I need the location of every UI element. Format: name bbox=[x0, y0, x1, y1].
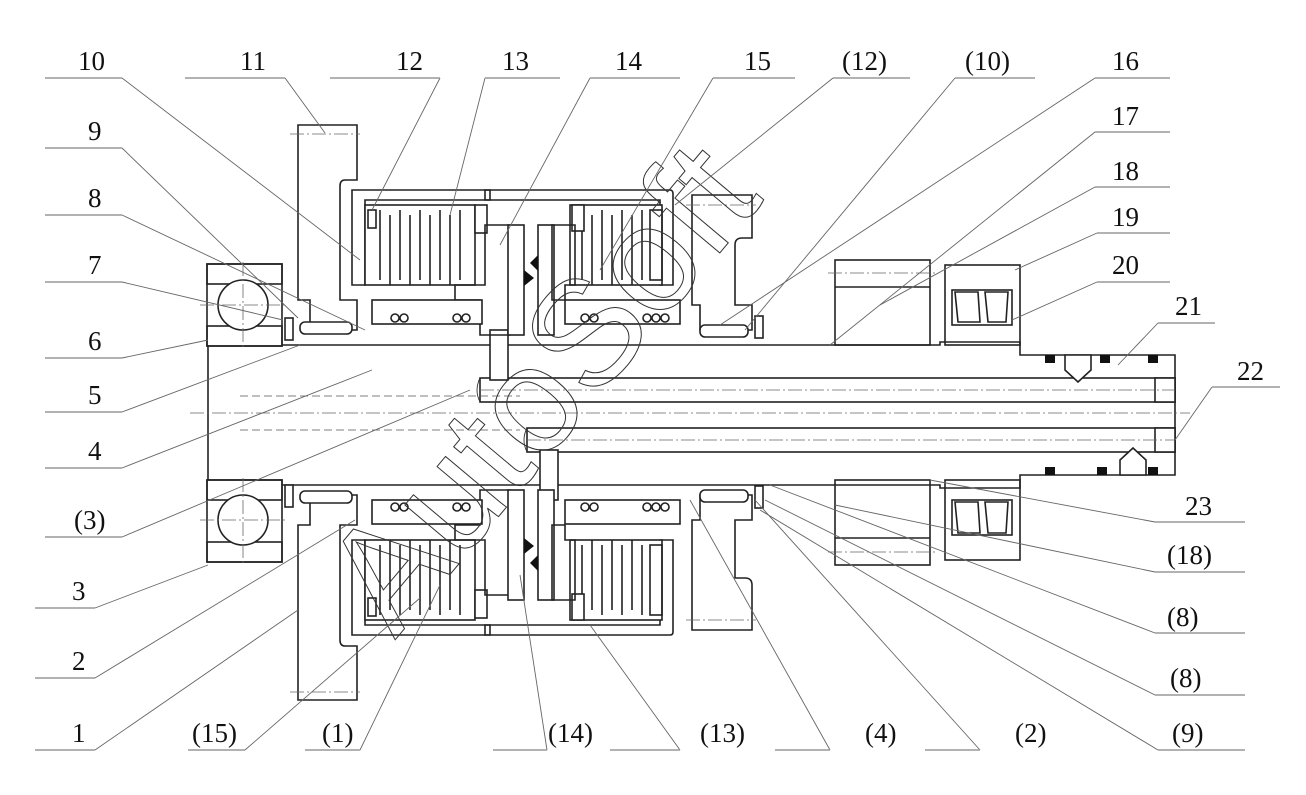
callout-3: 3 bbox=[72, 576, 86, 606]
callout-3-paren: (3) bbox=[74, 505, 105, 535]
seal-ring bbox=[1148, 355, 1158, 363]
center-divider bbox=[507, 224, 555, 601]
left-gear bbox=[290, 124, 360, 701]
callout-8: 8 bbox=[88, 183, 102, 213]
right-clutch-housing bbox=[484, 189, 681, 636]
callout-8-paren-a: (8) bbox=[1167, 602, 1198, 632]
callout-17: 17 bbox=[1112, 101, 1139, 131]
right-gear bbox=[686, 194, 764, 631]
callout-21: 21 bbox=[1175, 291, 1202, 321]
left-ball-bearing-top bbox=[200, 262, 285, 348]
callout-7: 7 bbox=[88, 250, 102, 280]
callout-12: 12 bbox=[396, 46, 423, 76]
callout-16: 16 bbox=[1112, 46, 1139, 76]
callout-1: 1 bbox=[72, 718, 86, 748]
label-shelves bbox=[35, 77, 1280, 751]
callout-2-paren: (2) bbox=[1015, 718, 1046, 748]
callout-12-paren: (12) bbox=[842, 46, 887, 76]
seal-ring bbox=[1045, 355, 1055, 363]
spacer-sleeve bbox=[828, 259, 936, 566]
callout-15: 15 bbox=[744, 46, 771, 76]
seal-ring bbox=[1148, 467, 1158, 475]
callout-20: 20 bbox=[1112, 250, 1139, 280]
callout-14-paren: (14) bbox=[548, 718, 593, 748]
callout-22: 22 bbox=[1237, 356, 1264, 386]
left-ball-bearing-bottom bbox=[200, 478, 285, 564]
seal-ring bbox=[1100, 355, 1110, 363]
callout-11: 11 bbox=[240, 46, 266, 76]
right-callouts: 17 18 19 20 21 22 23 (18) (8) (8) (9) bbox=[1112, 101, 1264, 748]
main-shaft bbox=[190, 329, 1190, 501]
callout-14: 14 bbox=[615, 46, 643, 76]
callout-2: 2 bbox=[72, 646, 86, 676]
callout-5: 5 bbox=[88, 380, 102, 410]
callout-9-paren: (9) bbox=[1172, 718, 1203, 748]
left-clutch-housing bbox=[284, 189, 511, 636]
callout-18-paren: (18) bbox=[1167, 540, 1212, 570]
roller-bearing-top bbox=[944, 264, 1021, 346]
callout-4: 4 bbox=[88, 436, 102, 466]
seal-ring bbox=[1045, 467, 1055, 475]
callout-8-paren-b: (8) bbox=[1170, 663, 1201, 693]
callout-15-paren: (15) bbox=[192, 718, 237, 748]
callout-18: 18 bbox=[1112, 156, 1139, 186]
top-callouts: 10 11 12 13 14 15 (12) (10) 16 bbox=[78, 46, 1139, 76]
callout-13-paren: (13) bbox=[700, 718, 745, 748]
bottom-callouts: (15) (1) (14) (13) (4) (2) bbox=[192, 718, 1046, 748]
callout-23: 23 bbox=[1185, 491, 1212, 521]
callout-4-paren: (4) bbox=[865, 718, 896, 748]
weld-mark bbox=[524, 538, 534, 554]
callout-10: 10 bbox=[78, 46, 105, 76]
weld-mark bbox=[530, 255, 538, 271]
callout-19: 19 bbox=[1112, 202, 1139, 232]
callout-1-paren: (1) bbox=[322, 718, 353, 748]
left-callouts: 9 8 7 6 5 4 (3) 3 2 1 bbox=[72, 116, 105, 748]
weld-mark bbox=[530, 555, 538, 571]
roller-bearing-bottom bbox=[944, 479, 1021, 561]
callout-9: 9 bbox=[88, 116, 102, 146]
right-clutch-plates-bottom bbox=[581, 540, 643, 615]
callout-6: 6 bbox=[88, 326, 102, 356]
left-clutch-plates-bottom bbox=[379, 540, 461, 615]
callout-13: 13 bbox=[502, 46, 529, 76]
callout-10-paren: (10) bbox=[965, 46, 1010, 76]
left-clutch-plates-top bbox=[379, 210, 461, 285]
seal-ring bbox=[1097, 467, 1107, 475]
weld-mark bbox=[524, 270, 534, 286]
